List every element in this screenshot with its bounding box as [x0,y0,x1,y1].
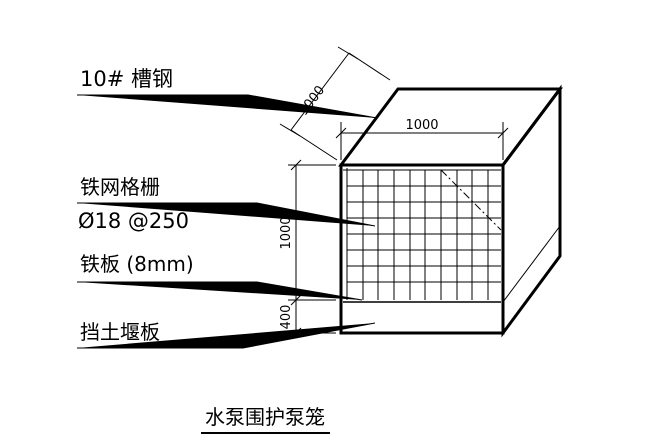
cage-front-face [339,163,505,335]
leader-mesh-grille [77,202,376,227]
leader-retaining-board [77,322,376,349]
height-dimension-label: 1000 [279,216,294,249]
label-channel-steel: 10# 槽钢 [80,67,173,91]
side-plate-edge [502,225,561,303]
label-retaining-board: 挡土堰板 [80,320,160,344]
height-dimension [288,159,336,339]
leader-lines [77,94,378,349]
cage-top-face [338,87,563,167]
section-cut-line [440,169,502,231]
width-dimension-label: 1000 [405,118,438,133]
label-mesh-grille: 铁网格栅 [80,175,160,199]
label-steel-plate: 铁板 (8mm) [80,252,194,276]
label-rebar-spec: Ø18 @250 [78,209,189,233]
depth-dimension [279,46,391,161]
width-dimension [335,122,509,160]
leader-steel-plate [77,281,363,301]
base-height-dimension-label: 400 [279,305,294,330]
cage-side-face [501,84,562,338]
cage-box [338,84,563,338]
leader-channel-steel [77,94,378,119]
diagram-title: 水泵围护泵笼 [205,405,325,429]
mesh-grid [347,170,501,300]
